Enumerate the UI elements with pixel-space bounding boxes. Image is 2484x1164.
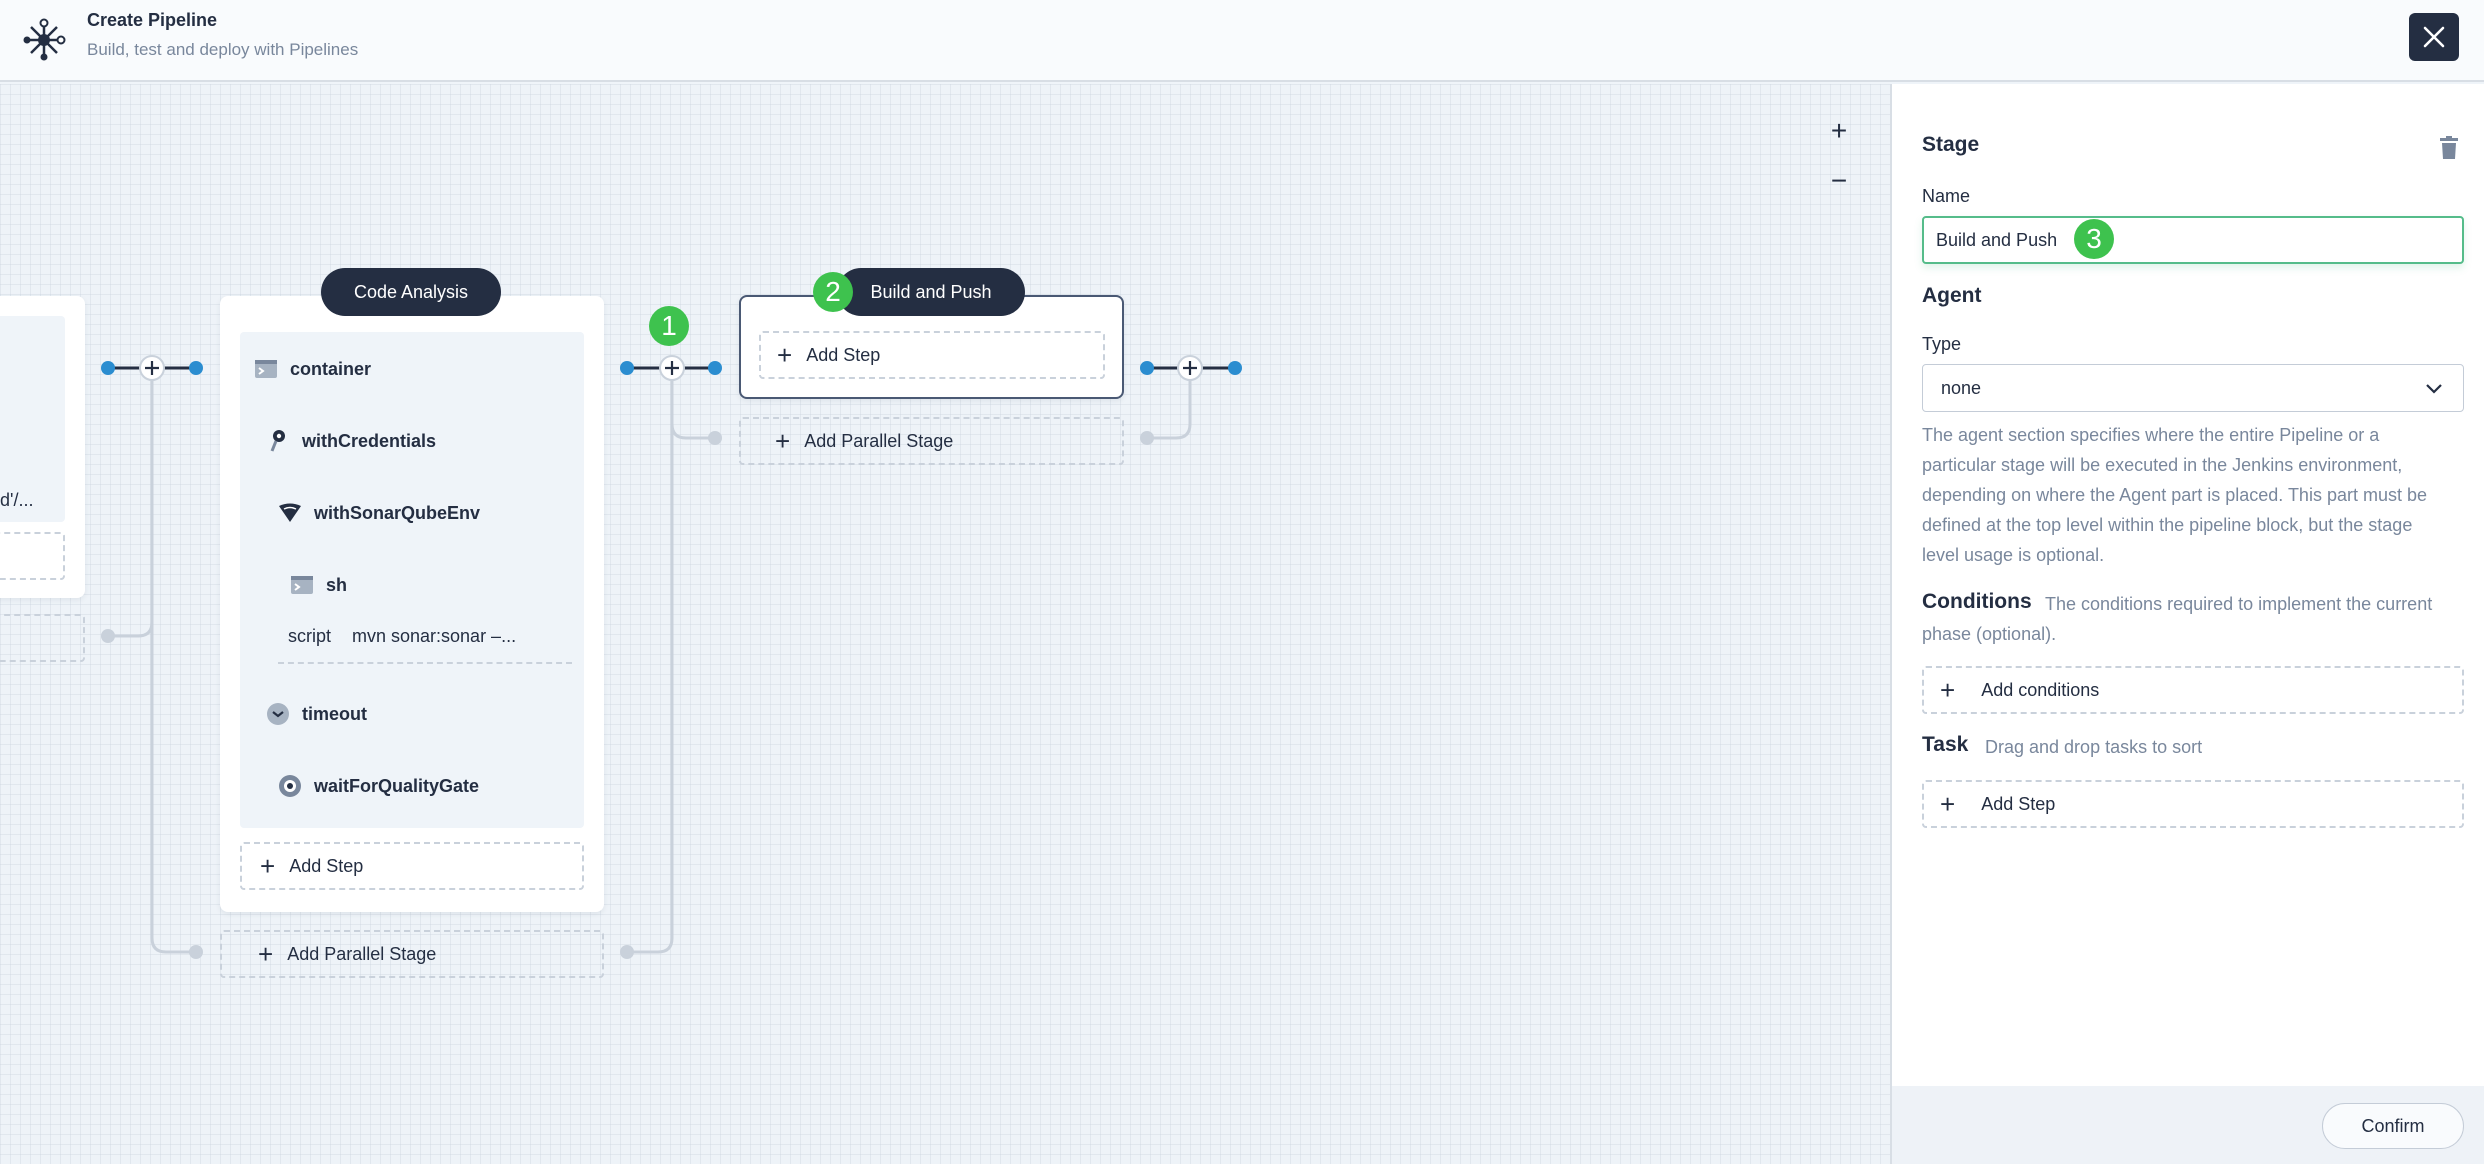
step-label: withCredentials: [302, 430, 437, 451]
key-icon: [266, 429, 290, 453]
add-conditions-button[interactable]: + Add conditions: [1922, 666, 2464, 714]
plus-icon: +: [1940, 789, 1956, 819]
code-analysis-add-parallel-button[interactable]: + Add Parallel Stage: [220, 930, 604, 978]
page-title: Create Pipeline: [87, 10, 218, 30]
previous-stage-steps: [0, 316, 65, 522]
stage-settings-panel: Stage Name Build and Push 3 Agent Type n…: [1890, 84, 2484, 1164]
agent-desc-line: level usage is optional.: [1922, 545, 2105, 565]
plus-icon: +: [258, 939, 274, 969]
clock-icon: [266, 702, 290, 726]
stage-title-build-and-push[interactable]: Build and Push: [837, 268, 1025, 316]
code-analysis-step-list: container withCredentials withSonarQubeE…: [240, 332, 584, 828]
code-analysis-add-step-button[interactable]: + Add Step: [240, 842, 584, 890]
previous-stage-card[interactable]: d'/...: [0, 296, 85, 598]
plus-icon: +: [777, 340, 793, 370]
agent-heading: Agent: [1922, 284, 1982, 307]
conditions-description: The conditions required to implement the…: [2045, 594, 2433, 614]
stage-name-input[interactable]: Build and Push: [1922, 216, 2464, 264]
step-label: sh: [326, 574, 348, 595]
stage-connectors: [101, 355, 1242, 959]
plus-icon: +: [1940, 675, 1956, 705]
agent-desc-line: particular stage will be executed in the…: [1922, 455, 2403, 475]
script-value: mvn sonar:sonar –...: [352, 626, 517, 646]
annotation-badge-1: 1: [649, 306, 689, 346]
task-heading: Task: [1922, 733, 1969, 756]
step-withcredentials[interactable]: withCredentials: [266, 429, 436, 453]
zoom-out-button[interactable]: −: [1830, 165, 1848, 196]
step-waitforqualitygate[interactable]: waitForQualityGate: [278, 774, 479, 798]
step-timeout[interactable]: timeout: [266, 702, 367, 726]
step-label: container: [290, 358, 372, 379]
annotation-badge-3: 3: [2074, 219, 2114, 259]
agent-type-select[interactable]: none: [1922, 364, 2464, 412]
agent-desc-line: depending on where the Agent part is pla…: [1922, 485, 2427, 505]
agent-description: The agent section specifies where the en…: [1922, 420, 2427, 570]
annotation-badge-2: 2: [813, 272, 853, 312]
conditions-description-cont: phase (optional).: [1922, 624, 2057, 644]
agent-type-value: none: [1941, 377, 1982, 398]
add-parallel-label: Add Parallel Stage: [287, 943, 437, 964]
agent-desc-line: defined at the top level within the pipe…: [1922, 515, 2413, 535]
task-description: Drag and drop tasks to sort: [1985, 737, 2203, 757]
step-divider: [278, 662, 572, 664]
type-label: Type: [1922, 334, 1962, 354]
target-icon: [278, 774, 302, 798]
trash-icon[interactable]: [2438, 136, 2460, 160]
close-button[interactable]: [2409, 13, 2459, 61]
previous-add-parallel-button[interactable]: [0, 614, 85, 662]
confirm-button[interactable]: Confirm: [2322, 1103, 2464, 1149]
previous-add-step-button[interactable]: [0, 532, 65, 580]
conditions-heading: Conditions: [1922, 590, 2032, 613]
add-conditions-label: Add conditions: [1981, 679, 2100, 700]
step-label: timeout: [302, 703, 367, 724]
plus-icon: +: [260, 851, 276, 881]
pipeline-logo-icon: [22, 18, 66, 62]
step-label: withSonarQubeEnv: [314, 502, 481, 523]
panel-add-step-button[interactable]: + Add Step: [1922, 780, 2464, 828]
add-step-label: Add Step: [289, 855, 364, 876]
step-sh[interactable]: sh: [290, 573, 347, 597]
page-header: Create Pipeline Build, test and deploy w…: [0, 0, 2484, 82]
name-label: Name: [1922, 186, 1971, 206]
sonarqube-icon: [278, 501, 302, 525]
step-label: waitForQualityGate: [314, 775, 480, 796]
plus-icon: +: [775, 426, 791, 456]
terminal-icon: [254, 357, 278, 381]
stage-card-code-analysis[interactable]: container withCredentials withSonarQubeE…: [220, 296, 604, 912]
page-subtitle: Build, test and deploy with Pipelines: [87, 40, 359, 59]
script-key: script: [288, 626, 332, 646]
zoom-in-button[interactable]: +: [1830, 115, 1848, 146]
add-step-label: Add Step: [1981, 793, 2056, 814]
build-push-add-parallel-button[interactable]: + Add Parallel Stage: [739, 417, 1124, 465]
pipeline-canvas[interactable]: + −: [0, 84, 1890, 1164]
step-container[interactable]: container: [254, 357, 371, 381]
chevron-down-icon: [2426, 384, 2442, 394]
close-icon: [2423, 26, 2445, 48]
agent-desc-line: The agent section specifies where the en…: [1922, 425, 2380, 445]
step-withsonarqubeenv[interactable]: withSonarQubeEnv: [278, 501, 480, 525]
add-step-label: Add Step: [806, 344, 881, 365]
stage-name-value: Build and Push: [1936, 229, 2058, 250]
build-push-add-step-button[interactable]: + Add Step: [759, 331, 1105, 379]
add-parallel-label: Add Parallel Stage: [804, 430, 954, 451]
stage-title-code-analysis[interactable]: Code Analysis: [321, 268, 501, 316]
stage-heading: Stage: [1922, 133, 1980, 156]
terminal-icon: [290, 573, 314, 597]
previous-step-script: d'/...: [0, 490, 34, 510]
